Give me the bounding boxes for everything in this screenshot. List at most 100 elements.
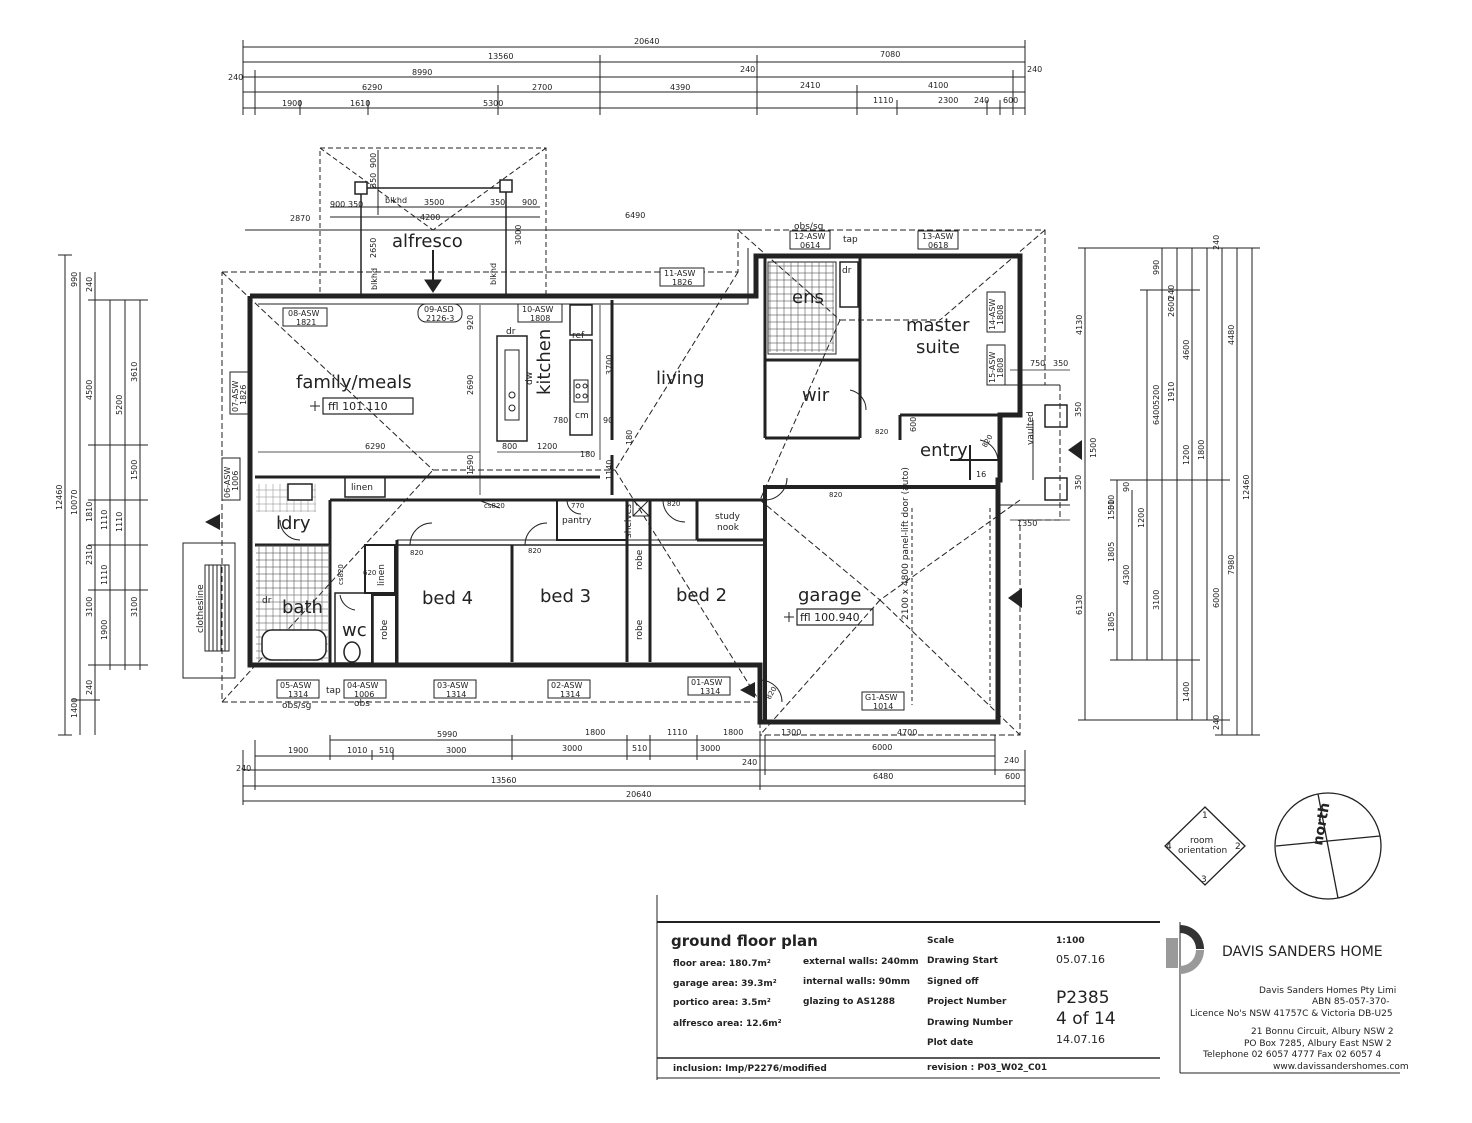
dim-label: 90 [1122, 482, 1131, 492]
dim-label: 1140 [605, 460, 614, 480]
dim-label: 4300 [1122, 565, 1131, 585]
dim-label: 1805 [1107, 612, 1116, 632]
window-tag: 1826 [239, 385, 248, 405]
label-vaulted: vaulted [1026, 411, 1036, 445]
dim-label: 2690 [466, 375, 475, 395]
room-label-master: master [906, 315, 970, 336]
dim-label: 920 [466, 315, 475, 330]
company-line: Licence No's NSW 41757C & Victoria DB-U2… [1190, 1009, 1393, 1019]
label-dr: dr [262, 596, 272, 606]
dim-label: 1400 [70, 698, 79, 718]
dim-label: blkhd [385, 196, 407, 205]
dim-label: 3000 [700, 744, 720, 753]
dim-label: 180 [625, 430, 634, 445]
dim-label: 4700 [897, 728, 917, 737]
dim-label: 5990 [437, 730, 457, 739]
inclusion-note: inclusion: Imp/P2276/modified [673, 1064, 827, 1074]
dim-label: 1900 [282, 99, 302, 108]
project-number-label: Project Number [927, 997, 1007, 1007]
ffl-garage-label: ffl 100.940 [800, 611, 860, 624]
dim-label: 4390 [670, 83, 690, 92]
dim-label: 1810 [85, 502, 94, 522]
room-label-bed2: bed 2 [676, 585, 727, 606]
dim-label: 350 [1074, 475, 1083, 490]
dim-label: 4480 [1227, 325, 1236, 345]
dim-label: 3000 [562, 744, 582, 753]
room-label-bath: bath [282, 597, 323, 618]
dim-label: 8990 [412, 68, 432, 77]
dim-label: 1200 [1137, 508, 1146, 528]
title-block-frame [656, 895, 1400, 1080]
label-linen: linen [377, 564, 387, 586]
dim-label: 240 [85, 680, 94, 695]
window-tag: 13-ASW [922, 232, 953, 241]
label-dr: dr [506, 327, 516, 337]
bottom-dimensions [242, 735, 1026, 805]
label-dw: dw [525, 372, 535, 385]
window-tag: 1808 [996, 305, 1005, 325]
dim-label: 6130 [1075, 595, 1084, 615]
window-tag: 2126-3 [426, 314, 454, 323]
room-labels: family/meals kitchen living ens master s… [276, 287, 970, 641]
label-tap: tap [326, 686, 341, 696]
company-line: Davis Sanders Homes Pty Limi [1259, 986, 1396, 996]
window-tag: 07-ASW [231, 381, 240, 412]
window-tag: G1-ASW [865, 693, 898, 702]
dim-label: 240 [974, 96, 989, 105]
dim-label: 1110 [100, 565, 109, 585]
window-tag: 10-ASW [522, 305, 553, 314]
window-tag: 08-ASW [288, 309, 319, 318]
window-tag: 0614 [800, 241, 820, 250]
label-shelves: shelves [624, 504, 634, 538]
dim-label: 4500 [85, 380, 94, 400]
access-arrows [205, 440, 1082, 698]
dim-label: 180 [580, 450, 595, 459]
window-tag: 1314 [700, 687, 720, 696]
dim-label: 3500 [424, 198, 444, 207]
label-obssg: obs/sg [794, 222, 823, 232]
door-label: 620 [363, 569, 376, 577]
dim-label: 2650 [369, 238, 378, 258]
dim-label: 1800 [585, 728, 605, 737]
dim-label: 240 [1212, 235, 1221, 250]
dim-label: 4130 [1075, 315, 1084, 335]
door-label: 820 [667, 500, 680, 508]
arrow-entry-icon [1068, 440, 1082, 460]
window-tag: 1314 [560, 690, 580, 699]
room-label-suite: suite [916, 337, 960, 358]
company-logo [1166, 925, 1204, 974]
dim-label: 240 [740, 65, 755, 74]
dim-label: 240 [1212, 715, 1221, 730]
arrow-bottom-icon [740, 682, 755, 698]
dim-label: 4200 [420, 213, 440, 222]
label-dr: dr [842, 266, 852, 276]
dim-label: 3100 [1152, 590, 1161, 610]
dim-label: 10070 [70, 490, 79, 515]
dim-label: 20640 [626, 790, 651, 799]
dim-label: 600 [909, 417, 918, 432]
ffl-family-label: ffl 101.110 [328, 400, 388, 413]
label-nook: nook [717, 523, 740, 533]
room-label-wc: wc [342, 620, 367, 641]
signed-off-label: Signed off [927, 977, 979, 987]
label-robe: robe [635, 549, 645, 570]
window-tag: 1821 [296, 318, 316, 327]
dim-label: 1010 [347, 746, 367, 755]
label-obs: obs [354, 699, 370, 709]
room-label-family: family/meals [296, 372, 412, 393]
dim-label: 1900 [288, 746, 308, 755]
dim-label: 6400 [1152, 405, 1161, 425]
room-label-ldry: ldry [276, 513, 311, 534]
orientation-number: 1 [1202, 811, 1208, 821]
drawing-number-label: Drawing Number [927, 1018, 1013, 1028]
dim-label: 6480 [873, 772, 893, 781]
door-swings [279, 389, 999, 703]
window-tag: 09-ASD [424, 305, 454, 314]
company-line: ABN 85-057-370- [1312, 997, 1389, 1007]
dim-label: 3610 [130, 362, 139, 382]
drawing-number-value: 4 of 14 [1056, 1009, 1116, 1029]
dim-label: 6290 [365, 442, 385, 451]
interior-dimension-lines [258, 305, 1070, 521]
label-robe: robe [635, 619, 645, 640]
